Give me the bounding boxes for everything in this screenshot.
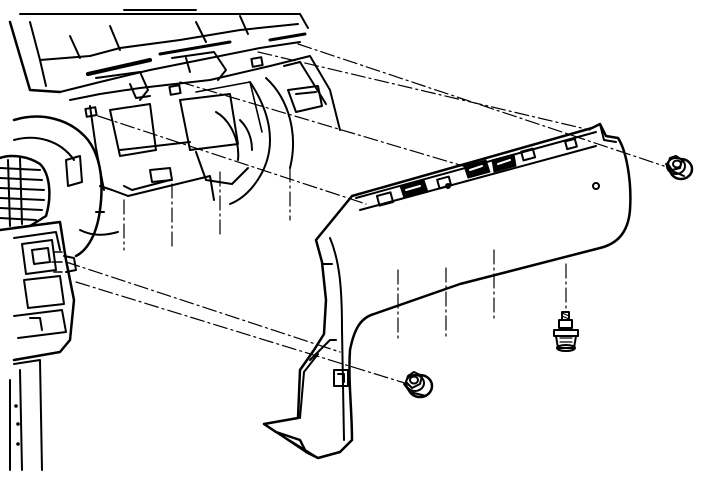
air-vent [0, 154, 51, 232]
flange-nut-icon [665, 155, 694, 181]
screw-bolt-icon [553, 311, 579, 352]
instrument-panel [0, 9, 341, 471]
knee-bolster-panel [262, 122, 632, 460]
alignment-lines [65, 43, 665, 385]
flange-nut-icon [403, 371, 434, 399]
